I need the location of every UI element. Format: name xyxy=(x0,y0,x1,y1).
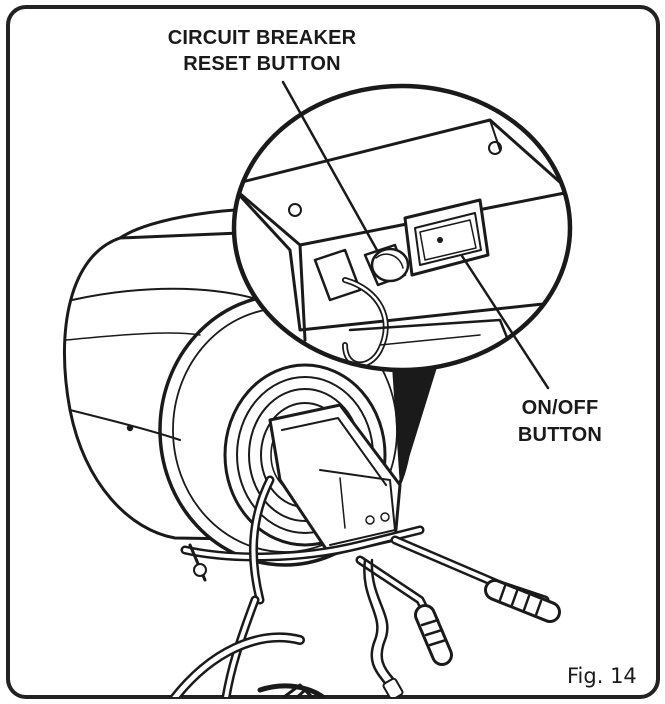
handle-grips xyxy=(414,579,561,666)
rocker-switch xyxy=(403,198,490,277)
onoff-leader-line xyxy=(460,254,550,390)
onoff-label-line1: ON/OFF xyxy=(522,397,599,419)
breaker-leader-line xyxy=(281,80,380,254)
breaker-label-line1: CIRCUIT BREAKER xyxy=(168,27,357,49)
zoom-circle xyxy=(231,83,573,373)
power-cord xyxy=(363,558,404,697)
figure-label: Fig. 14 xyxy=(567,664,637,688)
breaker-label-line2: RESET BUTTON xyxy=(183,53,341,75)
onoff-label-line2: BUTTON xyxy=(518,424,602,446)
magnified-inset xyxy=(234,118,570,370)
switch-box xyxy=(268,403,402,557)
zoom-pointer xyxy=(392,364,438,487)
breaker-button xyxy=(363,243,410,287)
